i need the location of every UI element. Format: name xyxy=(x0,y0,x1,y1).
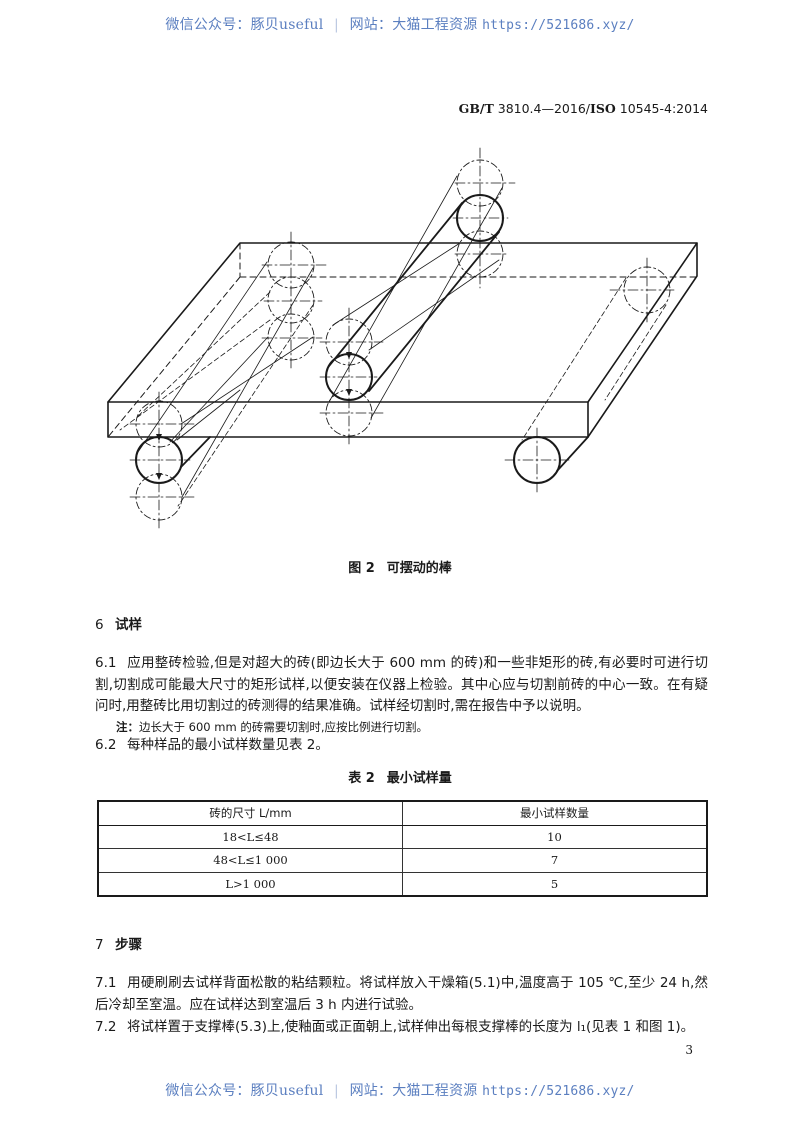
note-text: 边长大于 600 mm 的砖需要切割时,应按比例进行切割。 xyxy=(139,720,428,734)
iso-prefix: ISO xyxy=(590,101,616,116)
iso-number: 10545-4:2014 xyxy=(615,101,708,116)
clause-7-2: 7.2 将试样置于支撑棒(5.3)上,使釉面或正面朝上,试样伸出每根支撑棒的长度为… xyxy=(95,1017,708,1039)
clause-6-2: 6.2 每种样品的最小试样数量见表 2。 xyxy=(95,735,708,757)
standard-code-header: GB/T 3810.4—2016/ISO 10545-4:2014 xyxy=(459,101,708,116)
note: 注：边长大于 600 mm 的砖需要切割时,应按比例进行切割。 xyxy=(116,719,428,735)
cell-count: 5 xyxy=(402,871,708,897)
clause-text: 应用整砖检验,但是对超大的砖(即边长大于 600 mm 的砖)和一些非矩形的砖,… xyxy=(95,655,708,714)
page-number: 3 xyxy=(685,1043,693,1057)
table-row: 18<L≤48 10 xyxy=(97,824,708,849)
clause-number: 6.1 xyxy=(95,655,117,671)
min-specimen-table: 砖的尺寸 L/mm 最小试样数量 18<L≤48 10 48<L≤1 000 7… xyxy=(97,800,708,897)
slab-outline xyxy=(107,242,698,438)
cell-size: 18<L≤48 xyxy=(97,824,403,849)
watermark-separator: | xyxy=(334,1083,339,1099)
watermark-separator: | xyxy=(334,17,339,33)
note-label: 注： xyxy=(116,720,139,734)
column-header-count: 最小试样数量 xyxy=(402,800,708,826)
cell-count: 10 xyxy=(402,824,708,849)
watermark-site: 网站：大猫工程资源 xyxy=(349,17,478,33)
clause-number: 6.2 xyxy=(95,737,117,753)
section-7-heading: 7 步骤 xyxy=(95,933,142,953)
watermark-bottom: 微信公众号：豚贝useful | 网站：大猫工程资源 https://52168… xyxy=(0,1080,800,1100)
watermark-url[interactable]: https://521686.xyz/ xyxy=(482,1084,635,1099)
slab-hidden-edges xyxy=(107,242,698,438)
figure-caption: 图 2 可摆动的棒 xyxy=(0,557,800,576)
cell-size: 48<L≤1 000 xyxy=(97,848,403,873)
watermark-wechat: 微信公众号：豚贝useful xyxy=(165,1083,324,1099)
figure-title: 可摆动的棒 xyxy=(386,561,452,576)
section-6-heading: 6 试样 xyxy=(95,613,142,633)
figure-label: 图 2 xyxy=(348,561,375,576)
std-prefix: GB/T xyxy=(458,101,494,116)
watermark-wechat: 微信公众号：豚贝useful xyxy=(165,17,324,33)
watermark-top: 微信公众号：豚贝useful | 网站：大猫工程资源 https://52168… xyxy=(0,14,800,34)
swinging-rods-diagram xyxy=(107,147,698,531)
clause-number: 7.1 xyxy=(95,975,117,991)
table-row: 48<L≤1 000 7 xyxy=(97,848,708,873)
clause-text: 每种样品的最小试样数量见表 2。 xyxy=(127,737,329,753)
section-number: 6 xyxy=(95,617,104,633)
section-title: 试样 xyxy=(115,617,142,633)
section-title: 步骤 xyxy=(115,937,142,953)
table-header-row: 砖的尺寸 L/mm 最小试样数量 xyxy=(97,800,708,826)
cell-count: 7 xyxy=(402,848,708,873)
clause-text: 将试样置于支撑棒(5.3)上,使釉面或正面朝上,试样伸出每根支撑棒的长度为 l₁… xyxy=(127,1019,695,1035)
watermark-url[interactable]: https://521686.xyz/ xyxy=(482,18,635,33)
section-number: 7 xyxy=(95,937,104,953)
cell-size: L>1 000 xyxy=(97,871,403,897)
table-caption: 表 2 最小试样量 xyxy=(0,767,800,786)
watermark-site: 网站：大猫工程资源 xyxy=(349,1083,478,1099)
std-number: 3810.4—2016/ xyxy=(493,101,590,116)
table-label: 表 2 xyxy=(348,771,375,786)
table-row: L>1 000 5 xyxy=(97,871,708,897)
table-title: 最小试样量 xyxy=(386,771,452,786)
column-header-size: 砖的尺寸 L/mm xyxy=(97,800,403,826)
clause-number: 7.2 xyxy=(95,1019,117,1035)
clause-text: 用硬刷刷去试样背面松散的粘结颗粒。将试样放入干燥箱(5.1)中,温度高于 105… xyxy=(95,975,708,1013)
